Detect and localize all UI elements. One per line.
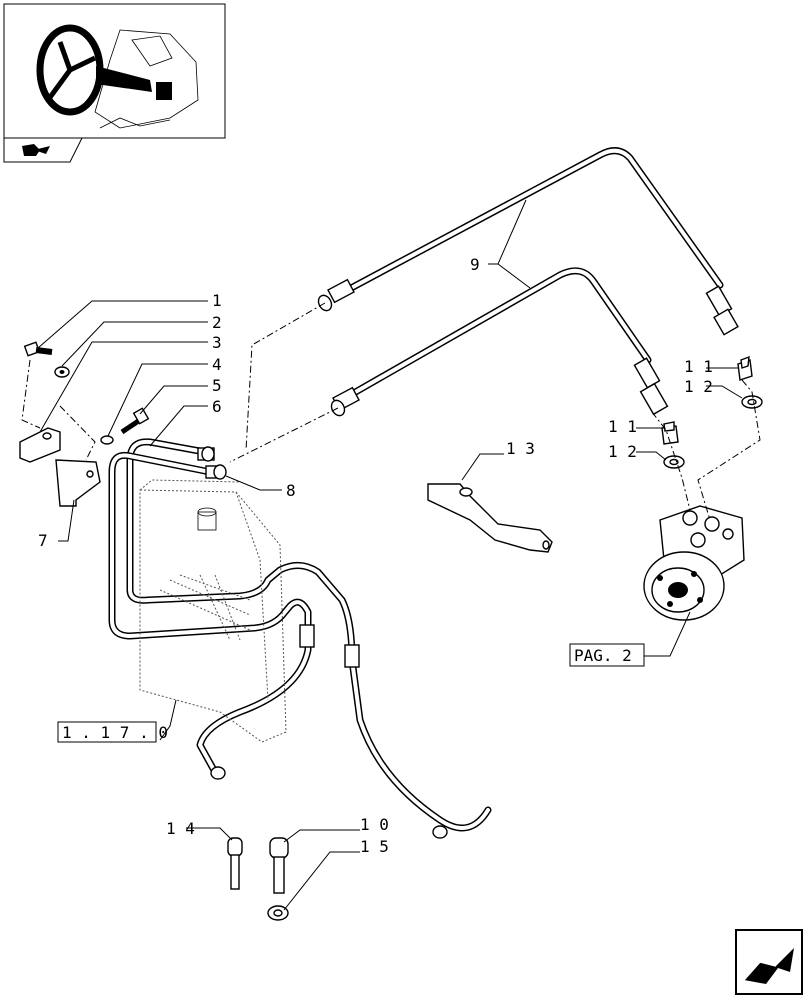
callout-7: 7	[38, 531, 48, 550]
callout-15: 1 5	[360, 837, 389, 856]
callout-10: 1 0	[360, 815, 389, 834]
callout-9: 9	[470, 255, 480, 274]
radiator-reference[interactable]: 1 . 1 7 . 0	[57, 721, 168, 743]
callout-12-right: 1 2	[684, 377, 713, 396]
callout-6: 6	[212, 397, 222, 416]
washer-2	[54, 366, 70, 378]
screw-14	[227, 837, 243, 890]
pipe-fittings	[197, 278, 739, 839]
callout-8: 8	[286, 481, 296, 500]
screw-1	[23, 341, 53, 357]
radiator-loop-pipes	[108, 438, 492, 832]
plate-7	[55, 459, 101, 507]
oil-cooler	[139, 479, 287, 743]
union-11-left	[661, 421, 679, 445]
union-11-right	[737, 355, 753, 381]
steering-pump	[643, 505, 745, 621]
screw-5	[120, 407, 150, 435]
callout-3: 3	[212, 333, 222, 352]
washer-12-left	[663, 455, 685, 469]
callout-5: 5	[212, 376, 222, 395]
callout-labels: 1 2 3 4 5 6 7 8 9 1 0 1 1 1 2 1 1 1 2 1 …	[38, 255, 713, 856]
clamp-3	[19, 427, 61, 463]
washer-12-right	[741, 395, 763, 409]
thumbnail-frame	[3, 3, 226, 163]
callout-11-right: 1 1	[684, 357, 713, 376]
callout-4: 4	[212, 355, 222, 374]
leader-lines	[37, 199, 743, 911]
folder-arrow-icon	[22, 144, 50, 156]
assembly-lines	[21, 302, 761, 521]
callout-2: 2	[212, 313, 222, 332]
upper-pipe	[334, 147, 724, 299]
radiator-reference-label[interactable]: 1 . 1 7 . 0	[62, 723, 168, 742]
callout-1: 1	[212, 291, 222, 310]
callout-12-left: 1 2	[608, 442, 637, 461]
callout-11-left: 1 1	[608, 417, 637, 436]
next-page-arrow-icon[interactable]	[735, 929, 803, 995]
lower-pipe	[341, 267, 652, 402]
callout-13: 1 3	[506, 439, 535, 458]
washer-4	[100, 435, 114, 445]
steering-wheel-thumbnail-icon	[36, 24, 199, 129]
bracket-13	[427, 483, 553, 553]
callout-14: 1 4	[166, 819, 195, 838]
washer-15	[267, 905, 289, 921]
pump-reference[interactable]: PAG. 2	[569, 643, 645, 667]
screw-10	[269, 837, 289, 894]
pump-reference-label[interactable]: PAG. 2	[574, 646, 632, 665]
